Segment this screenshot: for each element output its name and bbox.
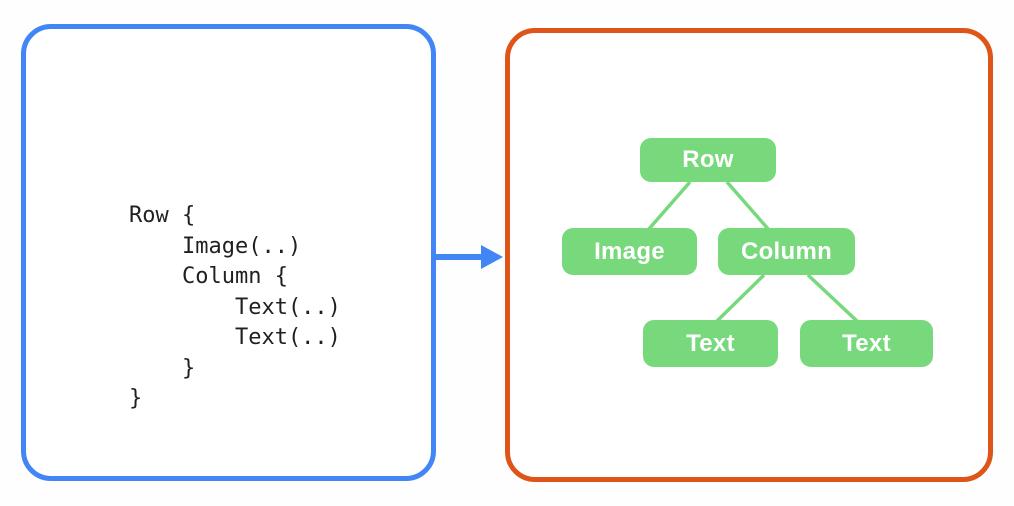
code-line: }	[129, 355, 196, 381]
code-line: Row {	[129, 203, 196, 228]
tree-node-label: Text	[842, 329, 891, 357]
code-line: Text(..)	[129, 325, 341, 350]
code-line: Column {	[129, 264, 288, 289]
tree-node-text-left: Text	[643, 320, 778, 367]
tree-node-label: Column	[740, 237, 833, 265]
tree-node-text-right: Text	[800, 320, 933, 367]
tree-node-label: Image	[594, 237, 665, 265]
tree-node-column: Column	[718, 228, 855, 275]
tree-node-image: Image	[562, 228, 697, 275]
code-line: }	[129, 386, 143, 411]
code-block: Row { Image(..) Column { Text(..) Text(.…	[129, 201, 341, 415]
tree-node-label: Text	[686, 329, 735, 357]
tree-node-row: Row	[640, 138, 776, 182]
code-line: Image(..)	[129, 233, 302, 259]
tree-node-label: Row	[682, 146, 734, 173]
code-line: Text(..)	[129, 294, 341, 320]
code-panel: Row { Image(..) Column { Text(..) Text(.…	[21, 24, 436, 481]
